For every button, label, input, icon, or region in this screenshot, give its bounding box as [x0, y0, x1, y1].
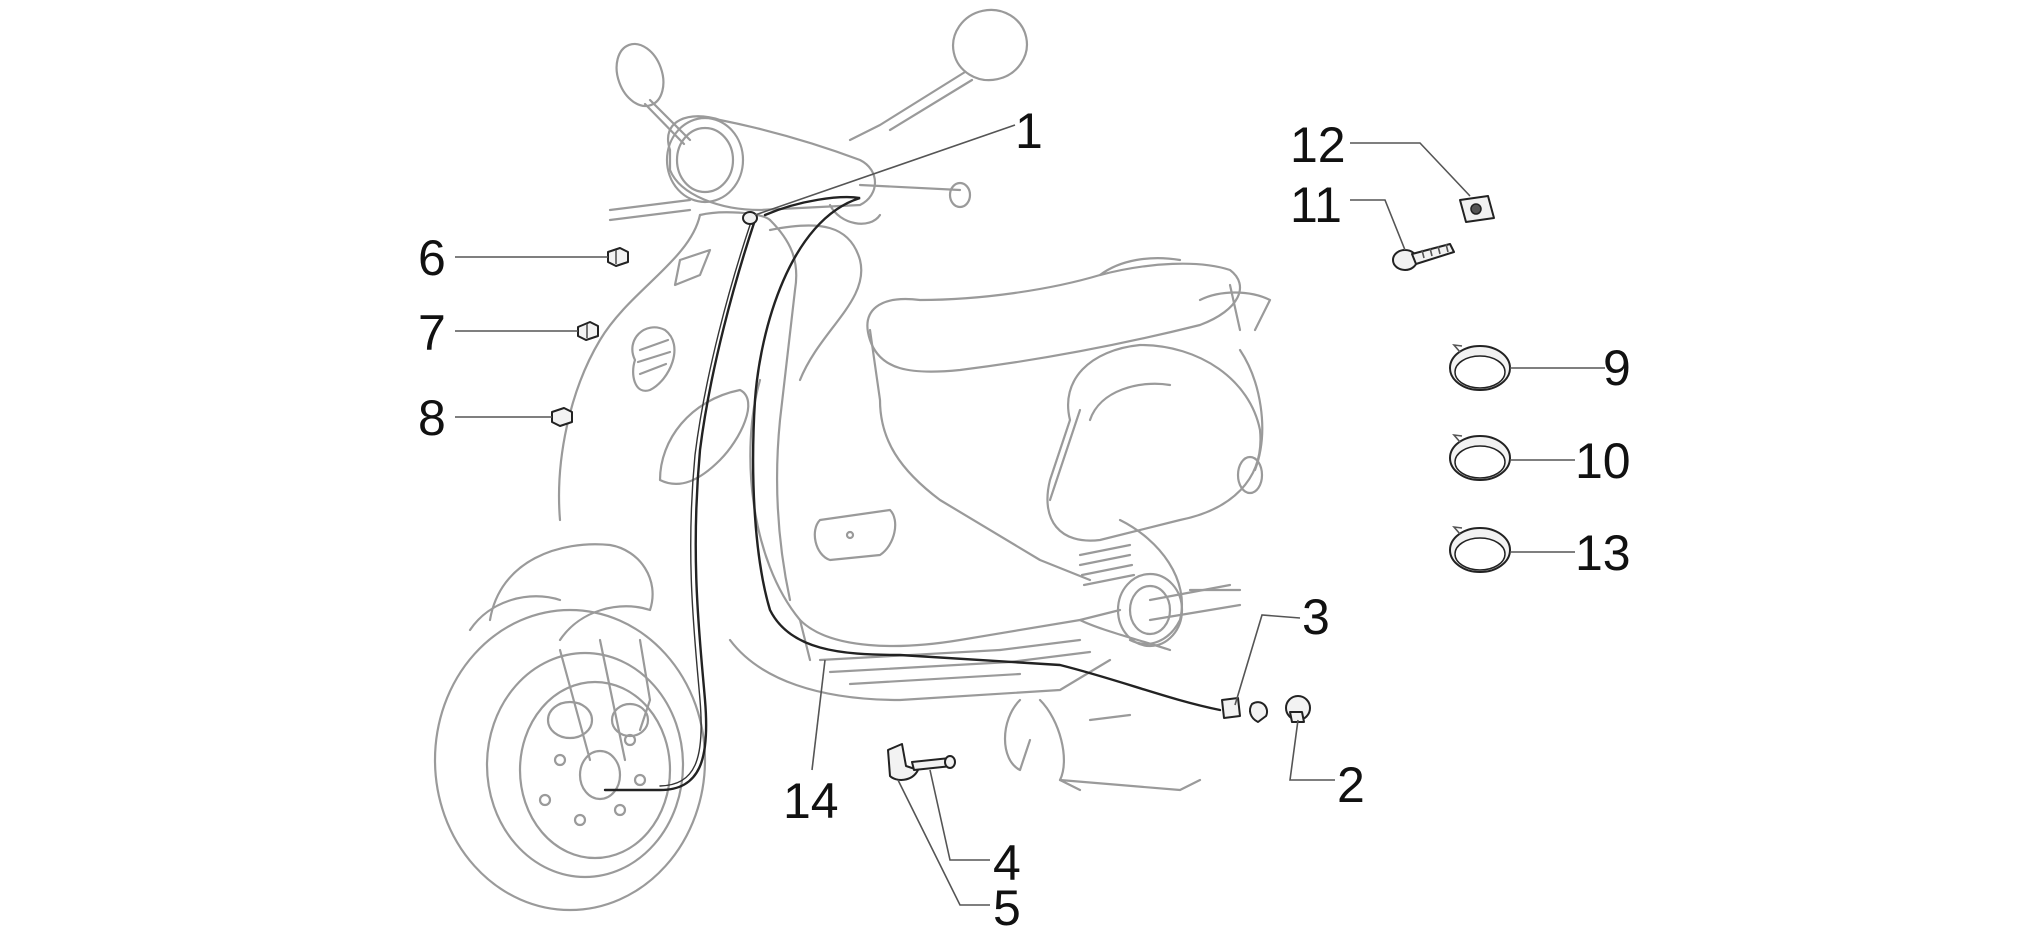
cable-routing: [603, 195, 1222, 792]
callout-7: 7: [418, 305, 446, 361]
callout-2: 2: [1337, 757, 1365, 813]
callout-4: 4: [993, 835, 1021, 891]
callout-6: 6: [418, 230, 446, 286]
clip-part-6: [607, 247, 629, 267]
callout-5: 5: [993, 880, 1021, 930]
callout-10: 10: [1575, 433, 1631, 489]
cable-end-part-3: [1221, 697, 1268, 723]
callout-1: 1: [1015, 103, 1043, 159]
rear-brake-cable: [751, 195, 1222, 712]
callout-14: 14: [783, 773, 839, 829]
callout-11: 11: [1290, 177, 1342, 233]
callout-3: 3: [1302, 589, 1330, 645]
leader-lines: [455, 124, 1605, 906]
bracket-part-5: [887, 743, 919, 781]
bolt-part-4: [911, 755, 956, 771]
screw-part-11: [1392, 243, 1455, 271]
callout-12: 12: [1290, 117, 1346, 173]
callout-labels: 1 2 3 4 5 6 7 8 9 10 11 12 13 14: [418, 103, 1631, 930]
speed-nut-part-12: [1459, 195, 1495, 223]
callout-8: 8: [418, 390, 446, 446]
scooter-outline: [433, 8, 1272, 912]
callout-13: 13: [1575, 525, 1631, 581]
clip-part-7: [577, 321, 599, 341]
callout-9: 9: [1603, 340, 1631, 396]
front-brake-cable: [603, 218, 757, 792]
clamp-part-13: [1449, 525, 1511, 573]
adjuster-part-2: [1285, 695, 1311, 723]
clamp-part-10: [1449, 433, 1511, 481]
clip-part-8: [551, 407, 573, 427]
clamp-part-9: [1449, 343, 1511, 391]
